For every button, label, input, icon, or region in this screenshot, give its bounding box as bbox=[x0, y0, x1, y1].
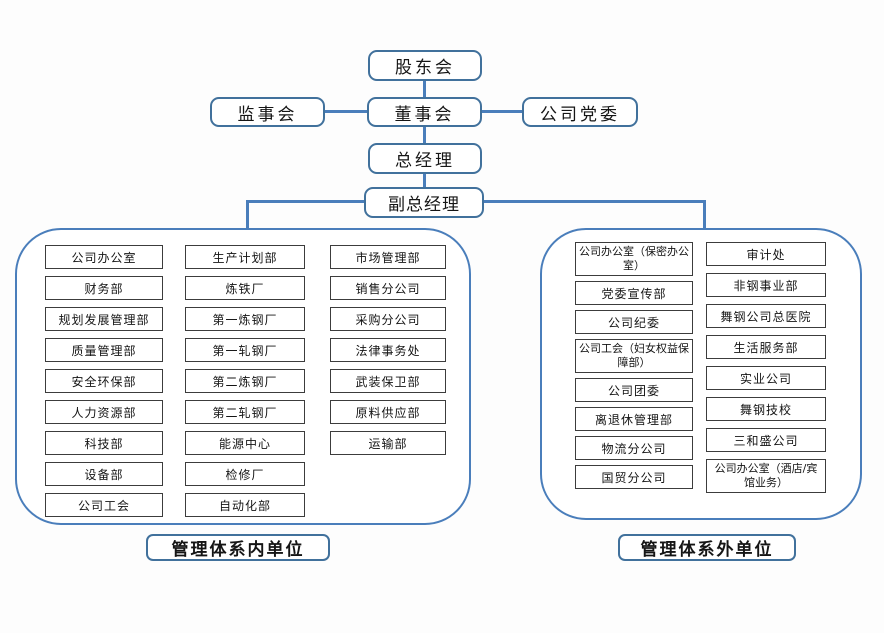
connector-board-gm bbox=[423, 127, 426, 144]
org-unit: 第一轧钢厂 bbox=[185, 338, 305, 362]
org-unit: 生产计划部 bbox=[185, 245, 305, 269]
org-unit: 设备部 bbox=[45, 462, 163, 486]
org-unit: 离退休管理部 bbox=[575, 407, 693, 431]
org-unit: 自动化部 bbox=[185, 493, 305, 517]
connector-dgm-left-horizontal bbox=[246, 200, 365, 203]
org-unit: 非钢事业部 bbox=[706, 273, 826, 297]
org-unit: 市场管理部 bbox=[330, 245, 446, 269]
connector-board-party bbox=[481, 110, 523, 113]
org-unit: 检修厂 bbox=[185, 462, 305, 486]
org-unit: 公司办公室（酒店/宾馆业务） bbox=[706, 459, 826, 493]
org-unit: 运输部 bbox=[330, 431, 446, 455]
node-shareholders-meeting: 股东会 bbox=[368, 50, 482, 81]
right-group-column-1: 公司办公室（保密办公室） 党委宣传部 公司纪委 公司工会（妇女权益保障部） 公司… bbox=[575, 242, 693, 489]
org-unit: 安全环保部 bbox=[45, 369, 163, 393]
org-unit: 公司工会 bbox=[45, 493, 163, 517]
org-unit: 规划发展管理部 bbox=[45, 307, 163, 331]
org-unit: 科技部 bbox=[45, 431, 163, 455]
org-unit: 公司工会（妇女权益保障部） bbox=[575, 339, 693, 373]
org-unit: 销售分公司 bbox=[330, 276, 446, 300]
right-group-column-2: 审计处 非钢事业部 舞钢公司总医院 生活服务部 实业公司 舞钢技校 三和盛公司 … bbox=[706, 242, 826, 493]
org-unit: 生活服务部 bbox=[706, 335, 826, 359]
left-group-column-1: 公司办公室 财务部 规划发展管理部 质量管理部 安全环保部 人力资源部 科技部 … bbox=[45, 245, 163, 517]
org-unit: 公司办公室（保密办公室） bbox=[575, 242, 693, 276]
caption-inside-management-system: 管理体系内单位 bbox=[146, 534, 330, 561]
connector-dgm-right-vertical bbox=[703, 200, 706, 230]
connector-supervisory-board bbox=[325, 110, 368, 113]
node-deputy-general-manager: 副总经理 bbox=[364, 187, 484, 218]
connector-gm-dgm bbox=[423, 174, 426, 188]
org-unit: 人力资源部 bbox=[45, 400, 163, 424]
org-unit: 公司办公室 bbox=[45, 245, 163, 269]
org-unit: 能源中心 bbox=[185, 431, 305, 455]
org-unit: 第二炼钢厂 bbox=[185, 369, 305, 393]
org-unit: 武装保卫部 bbox=[330, 369, 446, 393]
left-group-column-3: 市场管理部 销售分公司 采购分公司 法律事务处 武装保卫部 原料供应部 运输部 bbox=[330, 245, 446, 455]
org-unit: 第一炼钢厂 bbox=[185, 307, 305, 331]
org-unit: 公司团委 bbox=[575, 378, 693, 402]
org-unit: 炼铁厂 bbox=[185, 276, 305, 300]
node-party-committee: 公司党委 bbox=[522, 97, 638, 127]
org-unit: 党委宣传部 bbox=[575, 281, 693, 305]
org-unit: 实业公司 bbox=[706, 366, 826, 390]
org-unit: 财务部 bbox=[45, 276, 163, 300]
connector-shareholders-board bbox=[423, 81, 426, 98]
node-board-of-directors: 董事会 bbox=[367, 97, 482, 127]
org-unit: 三和盛公司 bbox=[706, 428, 826, 452]
org-unit: 国贸分公司 bbox=[575, 465, 693, 489]
org-unit: 原料供应部 bbox=[330, 400, 446, 424]
org-unit: 舞钢公司总医院 bbox=[706, 304, 826, 328]
org-unit: 采购分公司 bbox=[330, 307, 446, 331]
connector-dgm-right-horizontal bbox=[483, 200, 706, 203]
caption-outside-management-system: 管理体系外单位 bbox=[618, 534, 796, 561]
connector-dgm-left-vertical bbox=[246, 200, 249, 230]
org-unit: 质量管理部 bbox=[45, 338, 163, 362]
org-unit: 法律事务处 bbox=[330, 338, 446, 362]
org-unit: 第二轧钢厂 bbox=[185, 400, 305, 424]
org-unit: 公司纪委 bbox=[575, 310, 693, 334]
org-unit: 审计处 bbox=[706, 242, 826, 266]
node-supervisory-board: 监事会 bbox=[210, 97, 325, 127]
left-group-column-2: 生产计划部 炼铁厂 第一炼钢厂 第一轧钢厂 第二炼钢厂 第二轧钢厂 能源中心 检… bbox=[185, 245, 305, 517]
org-unit: 舞钢技校 bbox=[706, 397, 826, 421]
org-unit: 物流分公司 bbox=[575, 436, 693, 460]
node-general-manager: 总经理 bbox=[368, 143, 482, 174]
